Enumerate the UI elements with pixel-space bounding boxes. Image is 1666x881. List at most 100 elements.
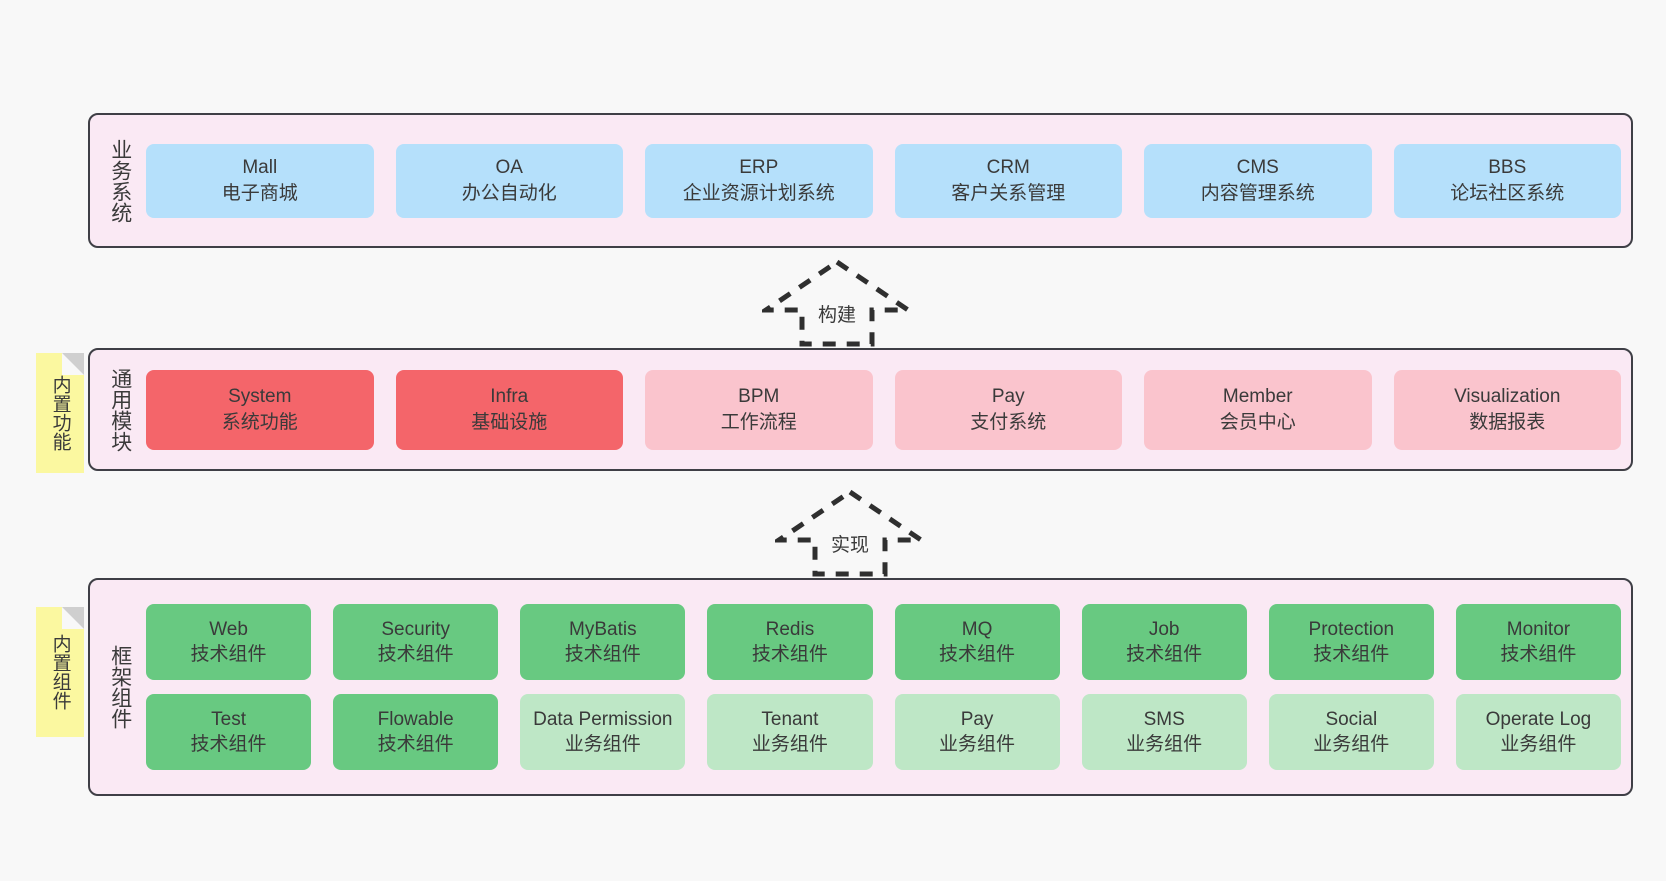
card-title-en: MQ [961, 618, 993, 640]
card-title-cn: 技术组件 [1500, 644, 1577, 665]
card-title-cn: 内容管理系统 [1200, 182, 1315, 204]
layer-common-modules: 通用模块 System 系统功能 Infra 基础设施 BPM 工作流程 Pay… [88, 348, 1633, 471]
card-mq[interactable]: MQ 技术组件 [894, 604, 1060, 680]
arrow-implement-label: 实现 [830, 535, 869, 556]
layer-common-title: 通用模块 [108, 367, 132, 452]
arrow-build-label: 构建 [817, 305, 856, 326]
card-title-en: MyBatis [569, 618, 637, 640]
card-title-cn: 企业资源计划系统 [682, 182, 835, 204]
card-title-en: SMS [1143, 708, 1185, 730]
card-title-en: Mall [242, 157, 278, 179]
card-visualization[interactable]: Visualization 数据报表 [1393, 369, 1621, 450]
sticky-note-label: 内置功能 [49, 375, 71, 451]
card-erp[interactable]: ERP 企业资源计划系统 [645, 143, 873, 218]
card-title-cn: 业务组件 [1313, 734, 1390, 755]
card-oa[interactable]: OA 办公自动化 [395, 143, 623, 218]
card-title-en: Pay [960, 708, 994, 730]
card-title-en: Web [209, 618, 248, 640]
framework-card-row-technical: Web 技术组件 Security 技术组件 MyBatis 技术组件 Redi… [146, 604, 1621, 680]
card-cms[interactable]: CMS 内容管理系统 [1144, 143, 1372, 218]
framework-card-row-business: Test 技术组件 Flowable 技术组件 Data Permission … [146, 694, 1621, 770]
layer-business-body: Mall 电子商城 OA 办公自动化 ERP 企业资源计划系统 CRM 客户关系… [140, 123, 1621, 238]
card-title-en: Member [1222, 386, 1293, 408]
card-title-en: CMS [1236, 157, 1279, 179]
card-title-en: Redis [765, 618, 815, 640]
card-title-en: OA [495, 157, 523, 179]
card-title-en: Data Permission [533, 708, 673, 730]
sticky-note-label: 内置组件 [49, 634, 71, 710]
common-card-row: System 系统功能 Infra 基础设施 BPM 工作流程 Pay 支付系统… [146, 369, 1621, 450]
card-title-en: BPM [738, 386, 780, 408]
card-title-cn: 技术组件 [377, 734, 454, 755]
card-protection[interactable]: Protection 技术组件 [1268, 604, 1434, 680]
arrow-build: 构建 [762, 258, 912, 348]
layer-common-body: System 系统功能 Infra 基础设施 BPM 工作流程 Pay 支付系统… [140, 358, 1621, 461]
card-title-cn: 基础设施 [471, 411, 548, 433]
card-monitor[interactable]: Monitor 技术组件 [1455, 604, 1621, 680]
card-data-permission[interactable]: Data Permission 业务组件 [520, 694, 686, 770]
card-title-cn: 办公自动化 [461, 182, 557, 204]
card-title-en: Protection [1308, 618, 1395, 640]
card-title-cn: 系统功能 [221, 411, 298, 433]
card-title-cn: 技术组件 [564, 644, 641, 665]
card-title-cn: 论坛社区系统 [1450, 182, 1565, 204]
card-member[interactable]: Member 会员中心 [1144, 369, 1372, 450]
card-crm[interactable]: CRM 客户关系管理 [894, 143, 1122, 218]
card-title-en: Visualization [1454, 386, 1561, 408]
card-tenant[interactable]: Tenant 业务组件 [707, 694, 873, 770]
card-title-en: Tenant [761, 708, 819, 730]
card-title-en: Flowable [377, 708, 454, 730]
card-title-en: ERP [739, 157, 779, 179]
card-title-cn: 业务组件 [1126, 734, 1203, 755]
card-bbs[interactable]: BBS 论坛社区系统 [1393, 143, 1621, 218]
card-title-en: System [228, 386, 292, 408]
card-title-cn: 工作流程 [720, 411, 797, 433]
card-title-cn: 电子商城 [221, 182, 298, 204]
card-title-en: CRM [986, 157, 1030, 179]
card-title-en: Security [381, 618, 450, 640]
card-title-cn: 技术组件 [939, 644, 1016, 665]
card-flowable[interactable]: Flowable 技术组件 [333, 694, 499, 770]
card-title-cn: 技术组件 [1126, 644, 1203, 665]
card-pay[interactable]: Pay 支付系统 [894, 369, 1122, 450]
card-mybatis[interactable]: MyBatis 技术组件 [520, 604, 686, 680]
card-title-en: Social [1325, 708, 1378, 730]
card-title-en: BBS [1488, 157, 1527, 179]
card-bpm[interactable]: BPM 工作流程 [645, 369, 873, 450]
card-title-cn: 会员中心 [1219, 411, 1296, 433]
card-redis[interactable]: Redis 技术组件 [707, 604, 873, 680]
card-operate-log[interactable]: Operate Log 业务组件 [1455, 694, 1621, 770]
card-title-cn: 技术组件 [190, 644, 267, 665]
layer-framework-components: 框架组件 Web 技术组件 Security 技术组件 MyBatis 技术组件… [88, 578, 1633, 796]
sticky-note-builtin-features: 内置功能 [36, 353, 84, 473]
card-title-en: Pay [991, 386, 1025, 408]
card-title-cn: 业务组件 [939, 734, 1016, 755]
card-title-cn: 技术组件 [751, 644, 828, 665]
card-title-cn: 业务组件 [751, 734, 828, 755]
layer-framework-title: 框架组件 [108, 645, 132, 729]
card-title-cn: 技术组件 [377, 644, 454, 665]
card-title-cn: 数据报表 [1469, 411, 1546, 433]
layer-business-systems: 业务系统 Mall 电子商城 OA 办公自动化 ERP 企业资源计划系统 CRM… [88, 113, 1633, 248]
layer-business-title: 业务系统 [108, 138, 132, 223]
card-security[interactable]: Security 技术组件 [333, 604, 499, 680]
card-system[interactable]: System 系统功能 [146, 369, 374, 450]
card-sms[interactable]: SMS 业务组件 [1081, 694, 1247, 770]
card-title-en: Job [1148, 618, 1180, 640]
card-title-cn: 支付系统 [970, 411, 1047, 433]
card-test[interactable]: Test 技术组件 [146, 694, 312, 770]
card-title-en: Test [211, 708, 246, 730]
business-card-row: Mall 电子商城 OA 办公自动化 ERP 企业资源计划系统 CRM 客户关系… [146, 143, 1621, 218]
card-job[interactable]: Job 技术组件 [1081, 604, 1247, 680]
arrow-implement: 实现 [775, 488, 925, 578]
card-social[interactable]: Social 业务组件 [1268, 694, 1434, 770]
card-web[interactable]: Web 技术组件 [146, 604, 312, 680]
card-mall[interactable]: Mall 电子商城 [146, 143, 374, 218]
card-title-cn: 业务组件 [1500, 734, 1577, 755]
card-title-en: Operate Log [1485, 708, 1592, 730]
layer-framework-body: Web 技术组件 Security 技术组件 MyBatis 技术组件 Redi… [140, 588, 1621, 786]
card-title-cn: 技术组件 [190, 734, 267, 755]
card-pay-component[interactable]: Pay 业务组件 [894, 694, 1060, 770]
card-infra[interactable]: Infra 基础设施 [395, 369, 623, 450]
